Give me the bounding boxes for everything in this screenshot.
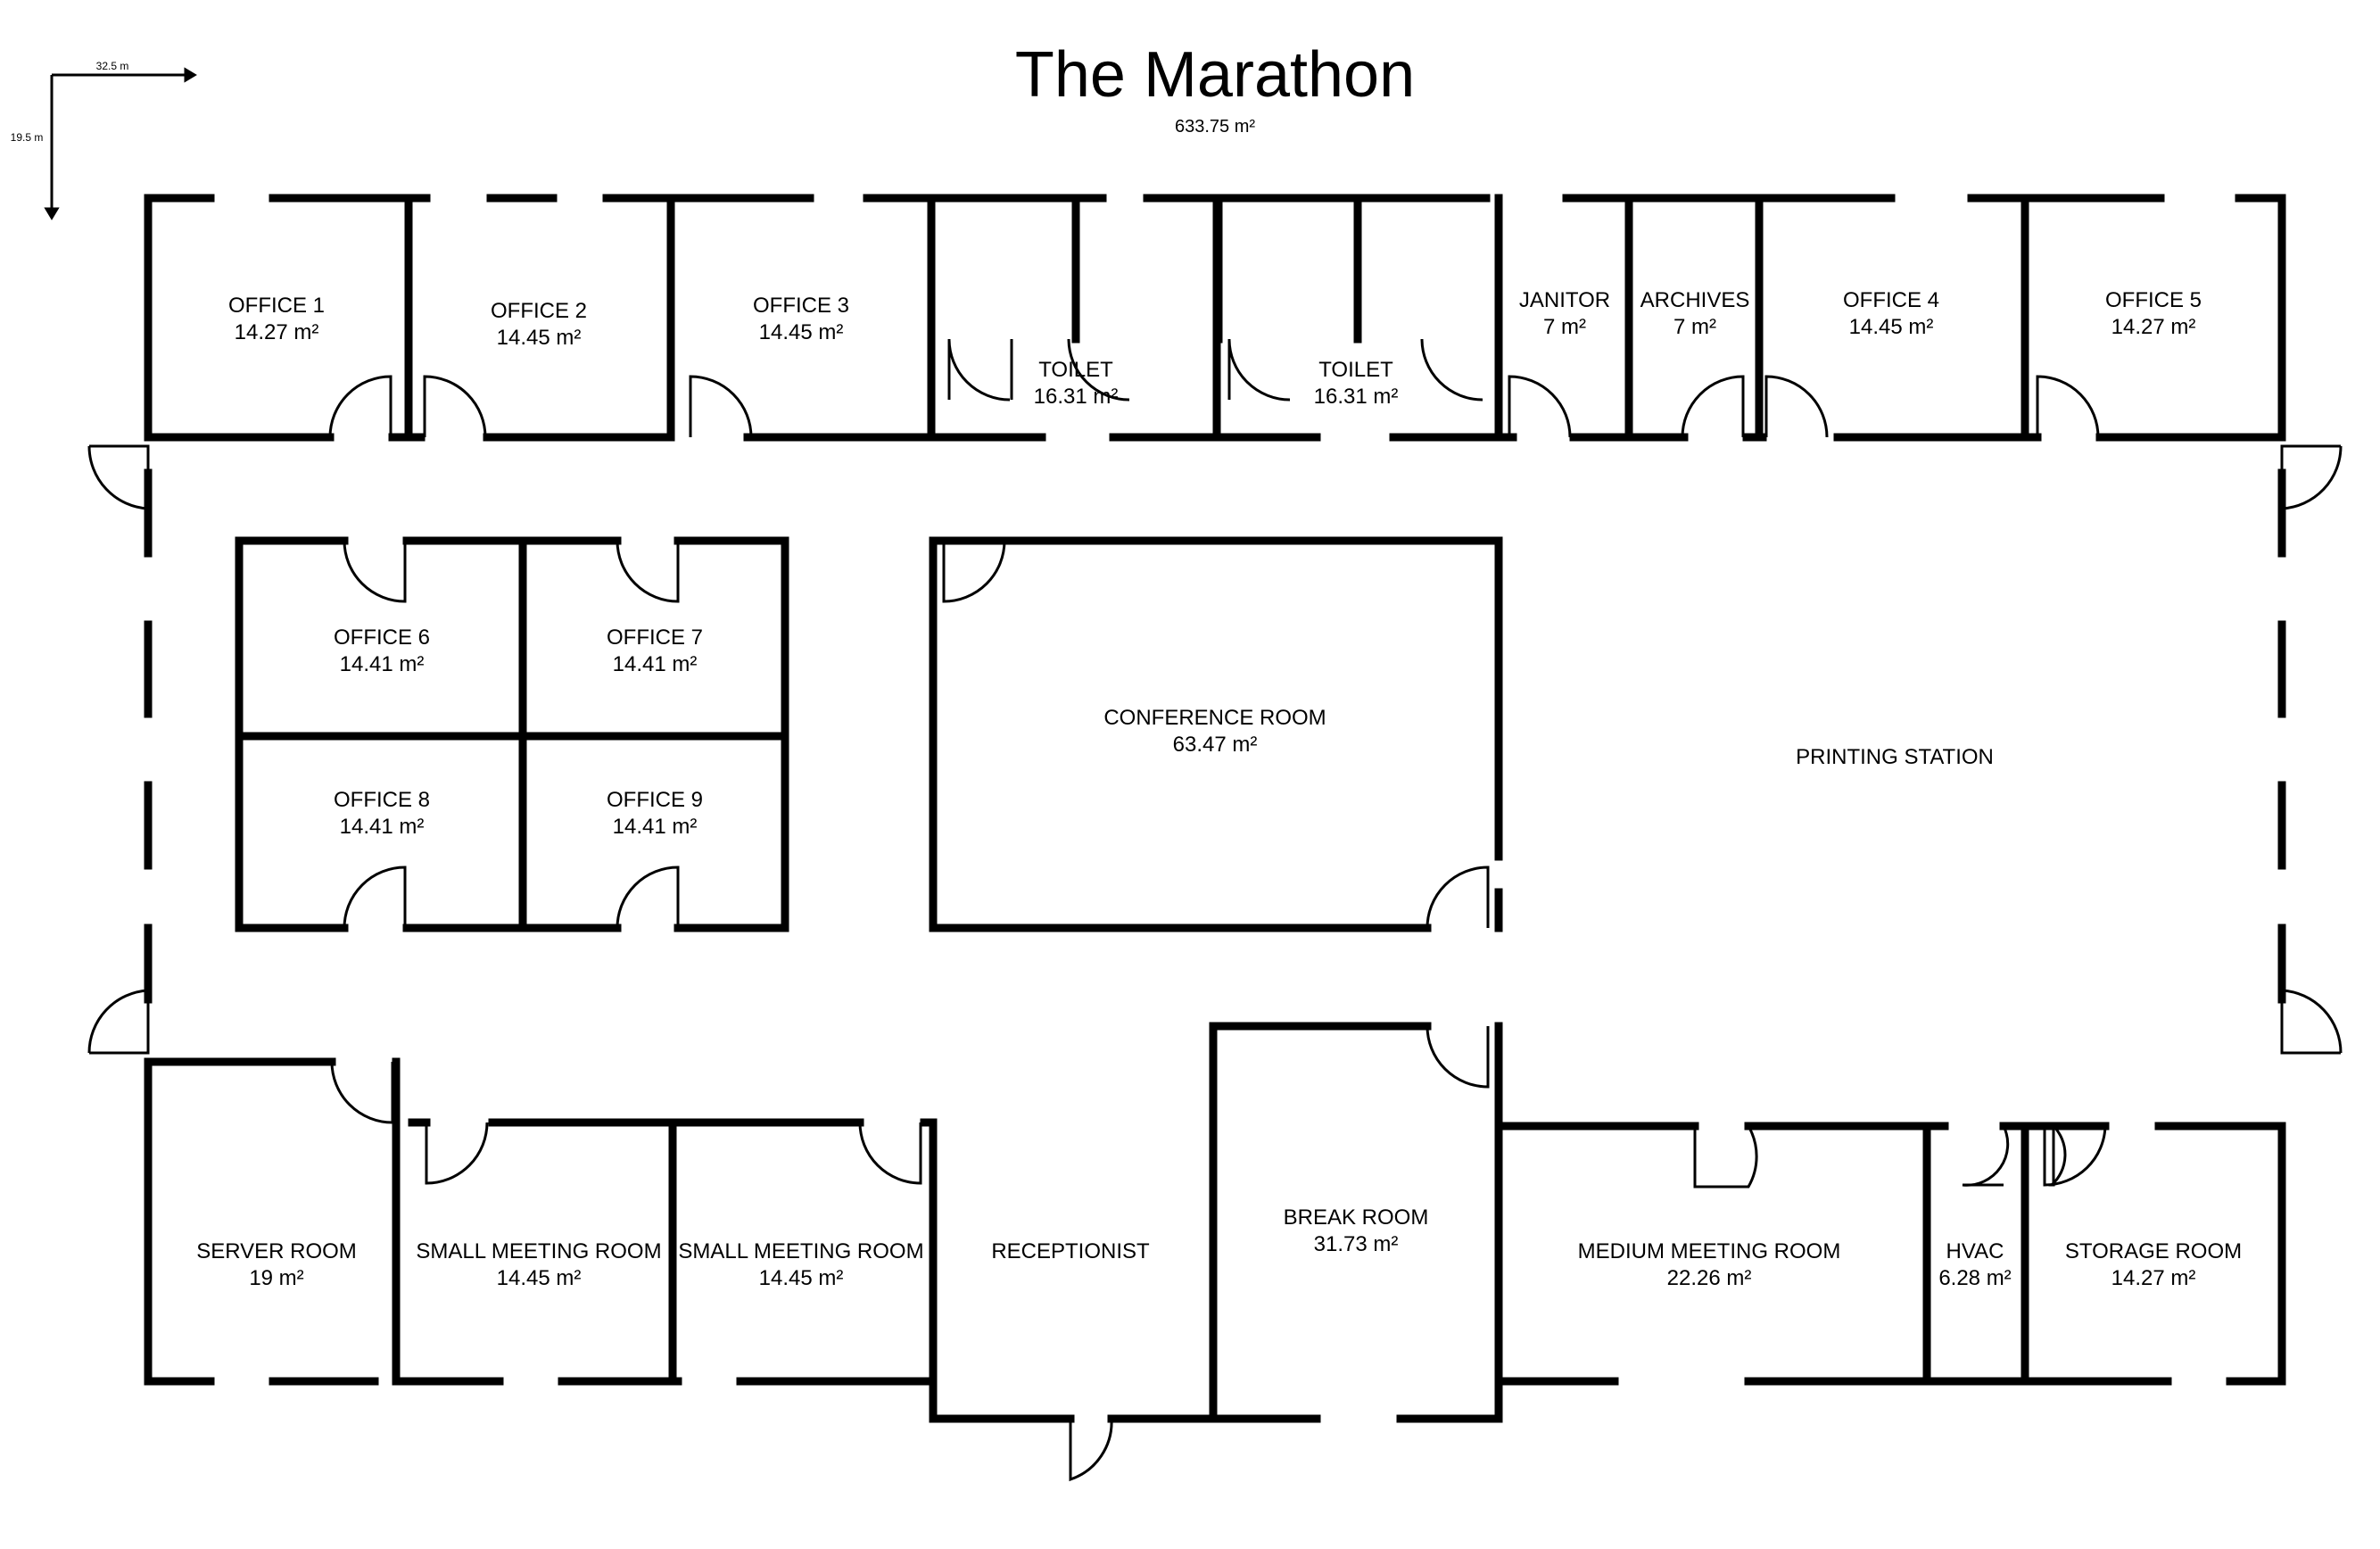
room-area-office-1: 14.27 m² — [235, 320, 319, 344]
room-name-small-meeting-2: SMALL MEETING ROOM — [678, 1239, 923, 1263]
room-area-server-room: 19 m² — [249, 1266, 303, 1290]
room-area-toilet-2: 16.31 m² — [1314, 385, 1399, 409]
room-name-receptionist: RECEPTIONIST — [991, 1239, 1150, 1263]
room-area-conference: 63.47 m² — [1173, 733, 1258, 757]
room-name-break-room: BREAK ROOM — [1284, 1205, 1429, 1230]
room-area-office-7: 14.41 m² — [613, 652, 698, 676]
room-name-printing-station: PRINTING STATION — [1796, 745, 1994, 769]
room-name-office-7: OFFICE 7 — [607, 625, 703, 650]
room-area-toilet-1: 16.31 m² — [1034, 385, 1119, 409]
room-name-office-1: OFFICE 1 — [228, 294, 325, 318]
scale-indicator — [44, 67, 197, 220]
room-name-office-8: OFFICE 8 — [334, 788, 430, 812]
room-name-toilet-1: TOILET — [1038, 358, 1113, 382]
room-area-office-3: 14.45 m² — [759, 320, 844, 344]
plan-total-area: 633.75 m² — [1175, 117, 1255, 137]
room-area-small-meeting-2: 14.45 m² — [759, 1266, 844, 1290]
plan-title: The Marathon — [1015, 39, 1415, 111]
room-area-archives: 7 m² — [1673, 315, 1716, 339]
room-area-hvac: 6.28 m² — [1938, 1266, 2011, 1290]
room-area-office-9: 14.41 m² — [613, 815, 698, 839]
room-name-server-room: SERVER ROOM — [196, 1239, 357, 1263]
room-area-office-5: 14.27 m² — [2111, 315, 2196, 339]
room-name-storage-room: STORAGE ROOM — [2065, 1239, 2242, 1263]
room-area-office-2: 14.45 m² — [497, 326, 582, 350]
scale-width-label: 32.5 m — [96, 60, 129, 72]
room-name-hvac: HVAC — [1946, 1239, 2004, 1263]
room-area-office-6: 14.41 m² — [340, 652, 425, 676]
room-labels: OFFICE 1 14.27 m² OFFICE 2 14.45 m² OFFI… — [196, 288, 2242, 1290]
room-name-janitor: JANITOR — [1519, 288, 1610, 312]
room-area-office-4: 14.45 m² — [1849, 315, 1934, 339]
scale-height-label: 19.5 m — [11, 131, 44, 144]
room-name-toilet-2: TOILET — [1318, 358, 1393, 382]
room-name-office-6: OFFICE 6 — [334, 625, 430, 650]
room-name-conference: CONFERENCE ROOM — [1103, 706, 1326, 730]
room-name-office-3: OFFICE 3 — [753, 294, 849, 318]
room-name-office-2: OFFICE 2 — [491, 299, 587, 323]
room-area-janitor: 7 m² — [1543, 315, 1586, 339]
walls — [144, 194, 2286, 1423]
room-area-break-room: 31.73 m² — [1314, 1232, 1399, 1256]
room-name-office-4: OFFICE 4 — [1843, 288, 1939, 312]
room-area-storage-room: 14.27 m² — [2111, 1266, 2196, 1290]
room-name-medium-meeting: MEDIUM MEETING ROOM — [1578, 1239, 1841, 1263]
room-name-archives: ARCHIVES — [1640, 288, 1750, 312]
doors — [87, 338, 2343, 1482]
room-name-small-meeting-1: SMALL MEETING ROOM — [416, 1239, 661, 1263]
room-area-medium-meeting: 22.26 m² — [1667, 1266, 1752, 1290]
room-area-office-8: 14.41 m² — [340, 815, 425, 839]
room-area-small-meeting-1: 14.45 m² — [497, 1266, 582, 1290]
room-name-office-5: OFFICE 5 — [2105, 288, 2202, 312]
room-name-office-9: OFFICE 9 — [607, 788, 703, 812]
